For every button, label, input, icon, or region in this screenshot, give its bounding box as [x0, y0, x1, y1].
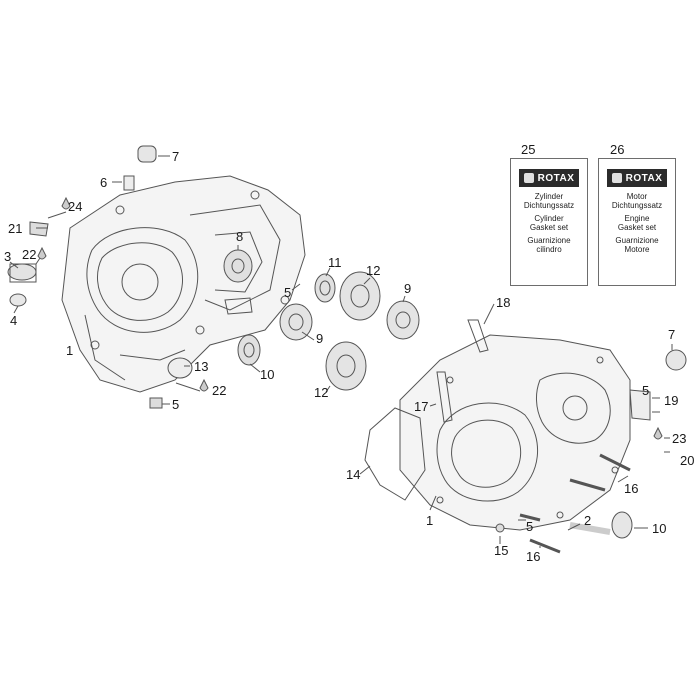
kit-line: Dichtungssatz — [611, 201, 663, 210]
callout-17[interactable]: 17 — [414, 399, 429, 414]
kit-number-25[interactable]: 25 — [521, 142, 536, 157]
bearings-and-seals — [223, 249, 420, 391]
brand-mark-icon — [523, 173, 534, 183]
callout-19[interactable]: 19 — [664, 393, 679, 408]
kit-line: Engine — [624, 214, 650, 223]
kit-line: Zylinder — [534, 192, 564, 201]
callout-3[interactable]: 3 — [4, 249, 12, 264]
sealant-drops — [37, 196, 663, 440]
kit-line: Guarnizione — [527, 236, 571, 245]
kit-line: Cylinder — [534, 214, 564, 223]
callout-21[interactable]: 21 — [8, 221, 23, 236]
brand-mark-icon — [611, 173, 622, 183]
rotax-logo: ROTAX — [519, 169, 579, 187]
kit-card-cylinder-gasket[interactable]: ROTAX Zylinder Dichtungssatz Cylinder Ga… — [510, 158, 588, 286]
kit-line: Gasket set — [617, 223, 657, 232]
callout-12-lower[interactable]: 12 — [314, 385, 329, 400]
callout-5-lower[interactable]: 5 — [172, 397, 180, 412]
callout-16[interactable]: 16 — [624, 481, 639, 496]
callout-1[interactable]: 1 — [66, 343, 74, 358]
callout-22[interactable]: 22 — [22, 247, 37, 262]
leader-lines — [9, 155, 673, 548]
callout-15[interactable]: 15 — [494, 543, 509, 558]
callout-14[interactable]: 14 — [346, 467, 361, 482]
callout-1-right[interactable]: 1 — [426, 513, 434, 528]
callout-10-right[interactable]: 10 — [652, 521, 667, 536]
callout-7-right[interactable]: 7 — [668, 327, 676, 342]
callout-9[interactable]: 9 — [404, 281, 412, 296]
callout-22-lower[interactable]: 22 — [212, 383, 227, 398]
callout-23[interactable]: 23 — [672, 431, 687, 446]
left-small-parts — [7, 145, 193, 409]
callout-2[interactable]: 2 — [584, 513, 592, 528]
callout-5-right[interactable]: 5 — [642, 383, 650, 398]
callout-24[interactable]: 24 — [68, 199, 83, 214]
gasket — [364, 407, 426, 501]
callout-20[interactable]: 20 — [680, 453, 695, 468]
rotax-logo: ROTAX — [607, 169, 667, 187]
kit-line: Motore — [624, 245, 650, 254]
kit-line: cilindro — [536, 245, 562, 254]
callout-18[interactable]: 18 — [496, 295, 511, 310]
left-crankcase-half — [61, 175, 306, 393]
callout-16-bottom[interactable]: 16 — [526, 549, 541, 564]
callout-13[interactable]: 13 — [194, 359, 209, 374]
kit-line: Motor — [626, 192, 648, 201]
callout-4[interactable]: 4 — [10, 313, 18, 328]
callout-10[interactable]: 10 — [260, 367, 275, 382]
right-small-parts — [495, 349, 687, 554]
callout-5[interactable]: 5 — [284, 285, 292, 300]
kit-line: Gasket set — [529, 223, 569, 232]
callout-9-lower[interactable]: 9 — [316, 331, 324, 346]
callout-5-bottom[interactable]: 5 — [526, 519, 534, 534]
kit-line: Guarnizione — [615, 236, 659, 245]
callout-6[interactable]: 6 — [100, 175, 108, 190]
kit-card-engine-gasket[interactable]: ROTAX Motor Dichtungssatz Engine Gasket … — [598, 158, 676, 286]
callout-12[interactable]: 12 — [366, 263, 381, 278]
callout-7[interactable]: 7 — [172, 149, 180, 164]
callout-11[interactable]: 11 — [328, 255, 342, 270]
kit-line: Dichtungssatz — [523, 201, 575, 210]
callout-8[interactable]: 8 — [236, 229, 244, 244]
kit-number-26[interactable]: 26 — [610, 142, 625, 157]
